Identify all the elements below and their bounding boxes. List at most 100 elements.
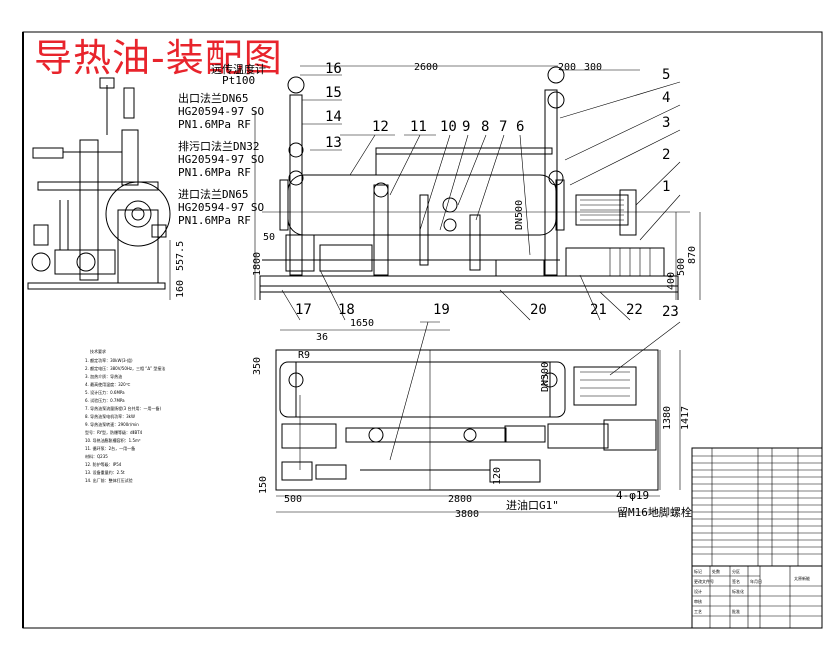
pt-label: Pt100	[222, 74, 255, 87]
plan-tank	[279, 361, 566, 418]
drain-flange-std: HG20594-97 SO	[178, 153, 264, 166]
plan-frame	[275, 349, 659, 491]
dim-1380: 1380	[662, 406, 673, 430]
svg-text:10. 导热油膨胀槽容积：1.5m³: 10. 导热油膨胀槽容积：1.5m³	[85, 437, 141, 443]
dim-1417: 1417	[680, 406, 691, 430]
svg-text:设计: 设计	[694, 588, 702, 594]
svg-text:6. 试验压力：0.7MPa: 6. 试验压力：0.7MPa	[85, 397, 125, 403]
callout-10: 10	[440, 119, 457, 135]
oil-inlet-label: 进油口G1"	[506, 498, 559, 512]
callout-15: 15	[325, 85, 342, 101]
dim-300: 300	[584, 62, 602, 73]
side-view	[27, 77, 171, 290]
inlet-flange-std: HG20594-97 SO	[178, 201, 264, 214]
plan-view	[275, 349, 659, 491]
part-number-callouts: 16 15 14 13 12 11 10 9 8 7 6 5 4 3 2 1 1…	[281, 61, 681, 461]
callout-12: 12	[372, 119, 389, 135]
callout-21: 21	[590, 302, 607, 318]
svg-text:批准: 批准	[732, 608, 740, 614]
svg-text:分区: 分区	[732, 568, 740, 574]
dim-160-left: 160	[175, 280, 186, 298]
dim-36: 36	[316, 332, 328, 343]
dim-500-horizontal: 500	[284, 494, 302, 505]
inlet-flange-title: 进口法兰DN65	[178, 187, 249, 201]
svg-text:标记: 标记	[694, 568, 702, 574]
dim-350: 350	[252, 357, 263, 375]
callout-4: 4	[662, 90, 670, 106]
dim-150: 150	[258, 476, 269, 494]
dim-50: 50	[263, 232, 275, 243]
dim-1800: 1800	[252, 252, 263, 276]
callout-17: 17	[295, 302, 312, 318]
drain-flange-pn: PN1.6MPa RF	[178, 166, 251, 179]
svg-text:1. 额定功率：30kW(3-组): 1. 额定功率：30kW(3-组)	[85, 357, 133, 363]
drawing-title: 导热油-装配图	[34, 36, 283, 80]
callout-22: 22	[626, 302, 643, 318]
svg-text:签名: 签名	[732, 578, 740, 584]
callout-11: 11	[410, 119, 427, 135]
callout-9: 9	[462, 119, 470, 135]
svg-text:2. 额定电压：380V/50Hz，三相 “Δ” 型接法: 2. 额定电压：380V/50Hz，三相 “Δ” 型接法	[85, 365, 165, 371]
anchor-hole-label: 4-φ19	[616, 489, 649, 502]
svg-text:14. 出厂前：整体打压试验: 14. 出厂前：整体打压试验	[85, 477, 133, 483]
callout-8: 8	[481, 119, 489, 135]
dn300-label: DN300	[540, 362, 551, 392]
svg-text:工艺: 工艺	[694, 609, 702, 614]
dim-500-vertical: 500	[676, 258, 687, 276]
dim-2800: 2800	[448, 494, 472, 505]
callout-7: 7	[499, 119, 507, 135]
dim-120: 120	[492, 467, 503, 485]
notes-heading: 技术要求	[90, 348, 106, 354]
dim-200: 200	[558, 62, 576, 73]
svg-text:13. 设备重量约：2.5t: 13. 设备重量约：2.5t	[85, 469, 125, 475]
sensor-label: 远传温度计	[211, 62, 266, 76]
base-frame	[259, 275, 679, 287]
pump-left	[319, 244, 373, 272]
svg-text:年月日: 年月日	[750, 578, 762, 584]
svg-text:3. 加热介质：导热油: 3. 加热介质：导热油	[85, 373, 122, 379]
callout-1: 1	[662, 179, 670, 195]
dim-1650: 1650	[350, 318, 374, 329]
dim-400: 400	[666, 272, 677, 290]
svg-text:9. 导热油泵转速：2900r/min: 9. 导热油泵转速：2900r/min	[85, 421, 139, 427]
callout-13: 13	[325, 135, 342, 151]
expansion-tank	[575, 194, 629, 226]
svg-text:更改文件号: 更改文件号	[694, 578, 714, 584]
svg-text:型号：RY型，防爆等级：dⅡBT4: 型号：RY型，防爆等级：dⅡBT4	[85, 429, 143, 435]
callout-14: 14	[325, 109, 342, 125]
front-elevation	[259, 66, 690, 300]
callout-2: 2	[662, 147, 670, 163]
callout-18: 18	[338, 302, 355, 318]
svg-text:5. 设计压力：0.6MPa: 5. 设计压力：0.6MPa	[85, 389, 125, 395]
drain-flange-title: 排污口法兰DN32	[178, 139, 260, 153]
callout-16: 16	[325, 61, 342, 77]
dim-2600: 2600	[414, 62, 438, 73]
dim-870: 870	[687, 246, 698, 264]
svg-text:审核: 审核	[694, 598, 702, 604]
pump-motor-right	[565, 247, 665, 277]
svg-text:材料：Q235: 材料：Q235	[85, 453, 108, 459]
svg-text:标准化: 标准化	[732, 588, 744, 594]
svg-text:4. 最高使用温度：320℃: 4. 最高使用温度：320℃	[85, 381, 131, 387]
svg-text:7. 导热油泵流量扬程(3 台共用：一用一备): 7. 导热油泵流量扬程(3 台共用：一用一备)	[85, 405, 161, 411]
technical-notes: 技术要求 1. 额定功率：30kW(3-组) 2. 额定电压：380V/50Hz…	[85, 348, 165, 483]
svg-text:12. 防护等级：IP54: 12. 防护等级：IP54	[85, 461, 122, 467]
callout-5: 5	[662, 67, 670, 83]
inlet-flange-pn: PN1.6MPa RF	[178, 214, 251, 227]
svg-text:8. 导热油泵电机功率：3kW: 8. 导热油泵电机功率：3kW	[85, 413, 135, 419]
outlet-flange-title: 出口法兰DN65	[178, 91, 249, 105]
dim-r9: R9	[298, 350, 310, 361]
tank-end-circle	[105, 181, 171, 247]
outlet-flange-std: HG20594-97 SO	[178, 105, 264, 118]
title-block: 标记 处数 分区 更改文件号 签名 年月日 设计 标准化 审核 工艺 批准 太原…	[691, 447, 823, 629]
anchor-bolt-label: 留M16地脚螺栓	[617, 505, 692, 519]
dim-557: 557.5	[175, 241, 186, 271]
callout-23: 23	[662, 304, 679, 320]
callout-20: 20	[530, 302, 547, 318]
callout-6: 6	[516, 119, 524, 135]
svg-text:11. 循环泵：2台，一用一备: 11. 循环泵：2台，一用一备	[85, 445, 135, 451]
callout-19: 19	[433, 302, 450, 318]
company-name: 太原新能	[794, 575, 810, 581]
dim-3800: 3800	[455, 509, 479, 520]
